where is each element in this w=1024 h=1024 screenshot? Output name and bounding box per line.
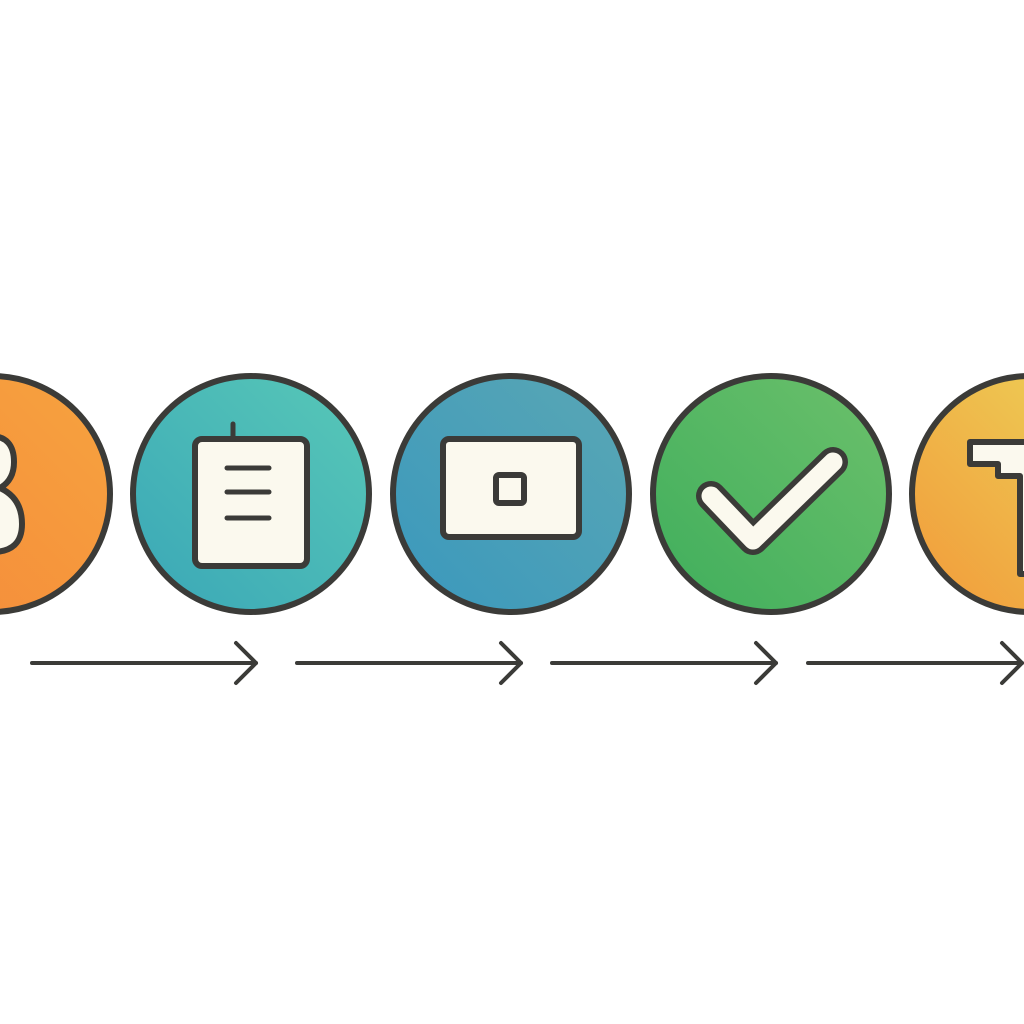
flow-arrow-2 bbox=[295, 641, 523, 685]
clipboard-list-icon bbox=[192, 421, 310, 569]
step-3-node bbox=[390, 373, 632, 615]
step-5-node bbox=[909, 373, 1024, 615]
step-5-circle bbox=[909, 373, 1024, 615]
step-1-circle bbox=[0, 373, 113, 615]
arrows-layer bbox=[30, 641, 1024, 685]
flow-arrow-3 bbox=[550, 641, 778, 685]
step-2-node bbox=[130, 373, 372, 615]
flow-arrow-4 bbox=[806, 641, 1024, 685]
step-1-node bbox=[0, 373, 113, 615]
step-4-circle bbox=[650, 373, 892, 615]
stamp-t-icon bbox=[967, 439, 1024, 577]
checkmark-icon bbox=[696, 447, 848, 555]
letter-b-icon bbox=[0, 434, 25, 555]
steps-layer bbox=[0, 373, 1024, 615]
flow-arrow-1 bbox=[30, 641, 258, 685]
screen-square-icon bbox=[440, 436, 582, 540]
step-4-node bbox=[650, 373, 892, 615]
